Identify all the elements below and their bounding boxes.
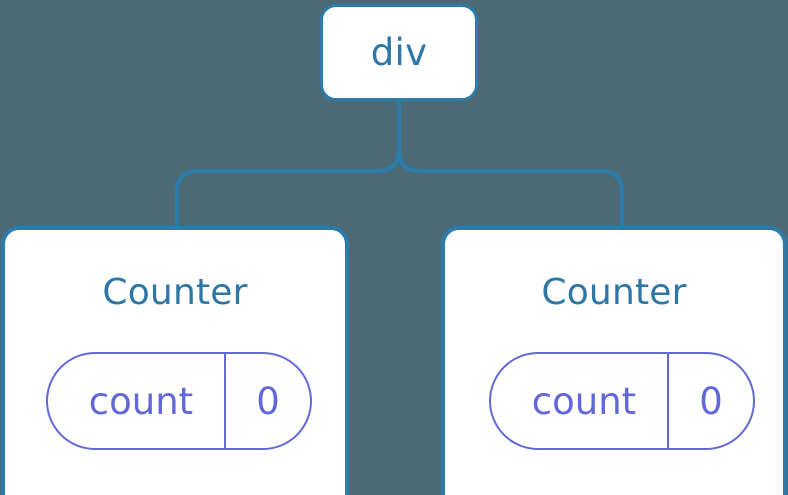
node-counter-right[interactable]: Counter count 0 bbox=[441, 226, 787, 495]
connector-branch-left bbox=[175, 148, 401, 229]
node-counter-right-label: Counter bbox=[541, 272, 687, 313]
node-counter-left[interactable]: Counter count 0 bbox=[1, 226, 349, 495]
node-div[interactable]: div bbox=[320, 4, 478, 101]
state-value-left: 0 bbox=[224, 354, 310, 448]
state-pill-right[interactable]: count 0 bbox=[489, 352, 755, 450]
state-value-right: 0 bbox=[667, 354, 753, 448]
connector-trunk bbox=[397, 99, 624, 229]
node-counter-left-label: Counter bbox=[102, 272, 248, 313]
node-div-label: div bbox=[370, 31, 428, 74]
state-key-right: count bbox=[531, 379, 637, 423]
state-pill-left[interactable]: count 0 bbox=[46, 352, 312, 450]
state-key-left: count bbox=[88, 379, 194, 423]
